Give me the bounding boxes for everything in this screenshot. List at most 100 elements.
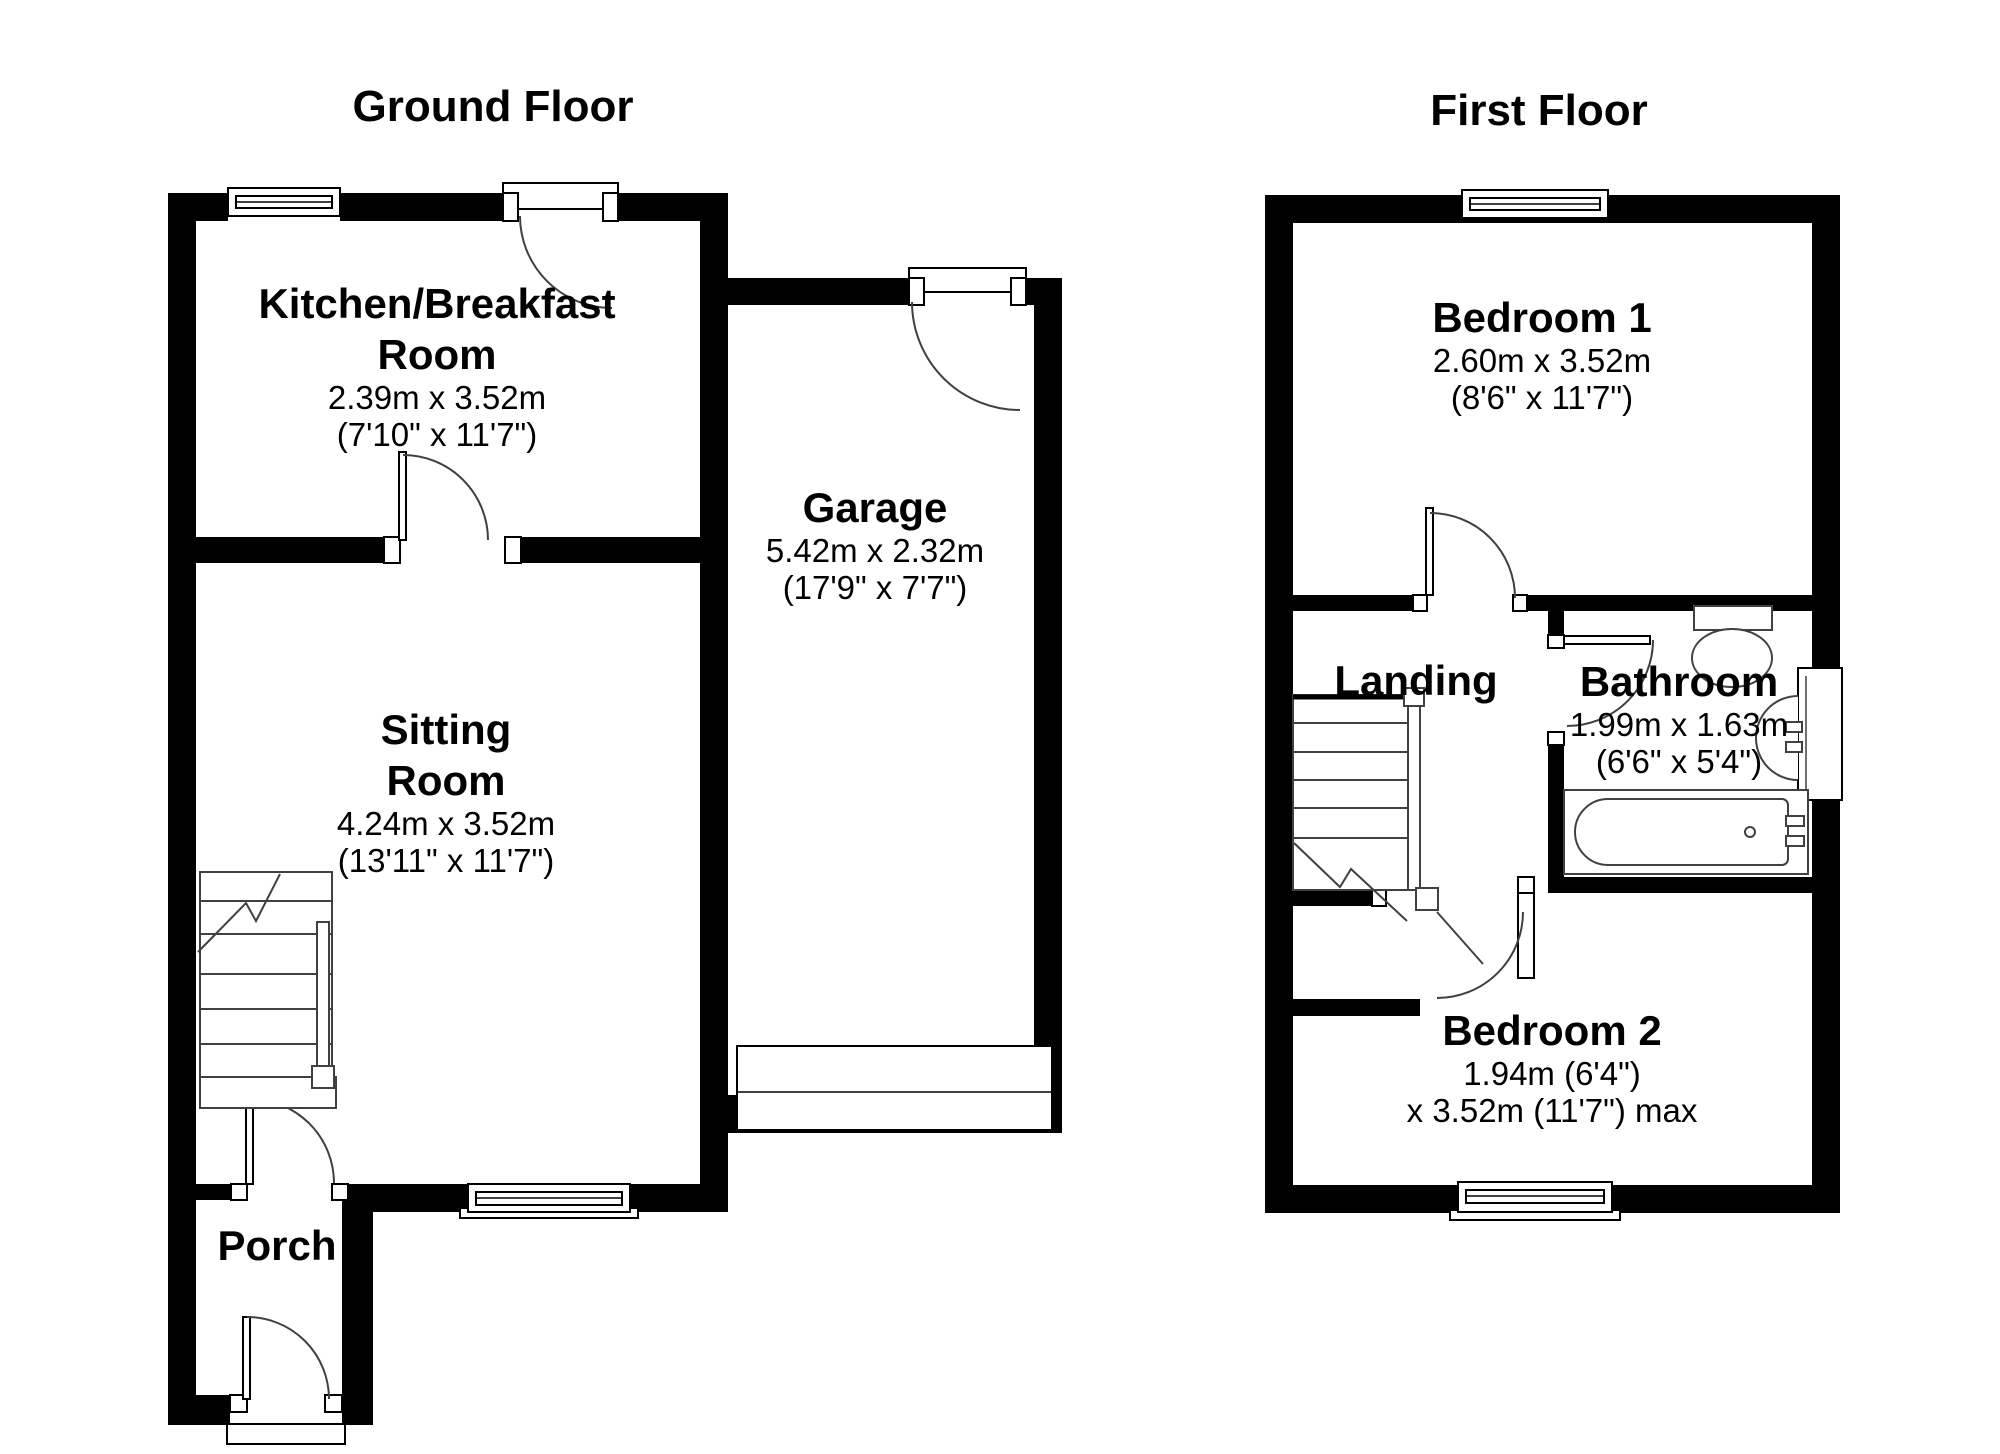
door-swing-icon [1429,512,1516,599]
stair-handrail [1407,699,1421,891]
room-name: Room [386,757,506,805]
garage-side-door-icon [908,267,1027,411]
bedroom2-label: Bedroom 2 1.94m (6'4") x 3.52m (11'7") m… [1352,1005,1752,1129]
bedroom2-door-icon [1371,876,1535,999]
door-jamb [1517,876,1535,894]
room-dimensions-imperial: (8'6" x 11'7") [1450,378,1634,416]
stair-handrail [316,921,330,1075]
wall [700,193,728,1212]
wall [1548,611,1564,637]
window-icon [1461,189,1609,219]
door-swing-icon [249,1098,335,1184]
door-jamb [908,277,925,306]
stair-break-line [197,873,281,953]
bathroom-label: Bathroom 1.99m x 1.63m (6'6" x 5'4") [1534,656,1824,780]
room-dimensions-imperial: x 3.52m (11'7") max [1406,1091,1698,1129]
wall [196,537,400,563]
bathroom-door-icon [1547,634,1654,746]
room-name: Bedroom 1 [1432,294,1652,341]
door-jamb [502,192,519,222]
door-panel [1563,635,1651,645]
toilet-icon [1691,605,1773,688]
door-jamb [1547,731,1565,746]
stair-break-line [1293,842,1408,922]
stair-newel [311,1065,335,1089]
front-door-icon [502,182,619,309]
room-dimensions-metric: 5.42m x 2.32m [765,532,985,570]
door-panel [245,1096,254,1185]
porch-label: Porch [217,1222,337,1269]
room-name: Bedroom 2 [1442,1007,1662,1054]
wall [1548,745,1564,877]
sitting-room-label: Sitting Room 4.24m x 3.52m (13'11" x 11'… [256,704,636,879]
wall [1293,890,1372,906]
porch-exterior-door-icon [226,1316,346,1445]
wall [1265,999,1420,1016]
room-dimensions-imperial: (13'11" x 11'7") [337,841,555,879]
window-icon [459,1183,639,1219]
room-dimensions-metric: 2.39m x 3.52m [327,379,547,417]
room-dimensions-metric: 1.94m (6'4") [1463,1055,1641,1093]
stairs-icon [1292,687,1439,922]
room-name: Garage [802,484,948,531]
door-jamb [1371,889,1387,907]
bedroom1-label: Bedroom 1 2.60m x 3.52m (8'6" x 11'7") [1352,292,1732,416]
window-icon [1449,1181,1621,1221]
room-name: Room [377,331,497,379]
door-panel [908,267,1027,293]
wall [1265,195,1293,1213]
first-floor-plan [1265,189,1843,1221]
door-swing-icon [519,215,613,309]
stair-newel [1403,687,1425,707]
door-jamb [1412,594,1428,612]
door-jamb [504,536,522,564]
landing-label: Landing [1334,657,1498,704]
room-dimensions-metric: 2.60m x 3.52m [1432,342,1652,380]
door-jamb [1547,634,1565,649]
wall [1293,595,1413,611]
window-icon [227,187,341,217]
bath-icon [1563,789,1809,875]
door-jamb [331,1183,349,1201]
room-dimensions-imperial: (17'9" x 7'7") [782,568,968,606]
room-dimensions-imperial: (7'10" x 11'7") [336,415,538,453]
door-swing-icon [402,454,489,541]
kitchen-label: Kitchen/Breakfast Room 2.39m x 3.52m (7'… [217,278,657,453]
room-dimensions-imperial: (6'6" x 5'4") [1595,742,1763,780]
door-panel [398,451,407,541]
door-panel [502,182,619,210]
garage-door-icon [736,1045,1053,1131]
door-jamb [324,1394,343,1413]
door-jamb [602,192,619,222]
room-dimensions-metric: 4.24m x 3.52m [336,805,556,843]
door-jamb [230,1183,248,1201]
door-swing-icon [1566,639,1654,727]
internal-door-icon [383,451,522,564]
door-jamb [1512,594,1528,612]
room-name: Kitchen/Breakfast [258,280,616,327]
stairs-icon [197,871,337,1109]
door-panel [1436,911,1484,965]
wall [1034,278,1062,1133]
door-jamb [1010,277,1027,306]
door-swing-icon [246,1316,330,1400]
door-panel [1425,507,1434,596]
wall [342,1184,373,1425]
ground-floor-title: Ground Floor [352,82,634,131]
room-name: Sitting [380,706,512,753]
first-floor-title: First Floor [1430,86,1648,135]
wall [1548,877,1812,893]
door-swing-icon [911,301,1021,411]
door-panel [242,1316,251,1400]
wall [168,193,196,1425]
sink-icon [1755,667,1843,801]
stair-newel [1415,887,1439,911]
door-swing-icon [1436,911,1524,999]
door-threshold [226,1423,346,1445]
bedroom1-door-icon [1412,507,1528,612]
ground-floor-plan [168,182,1062,1445]
door-jamb [383,536,401,564]
room-name: Bathroom [1579,658,1779,705]
